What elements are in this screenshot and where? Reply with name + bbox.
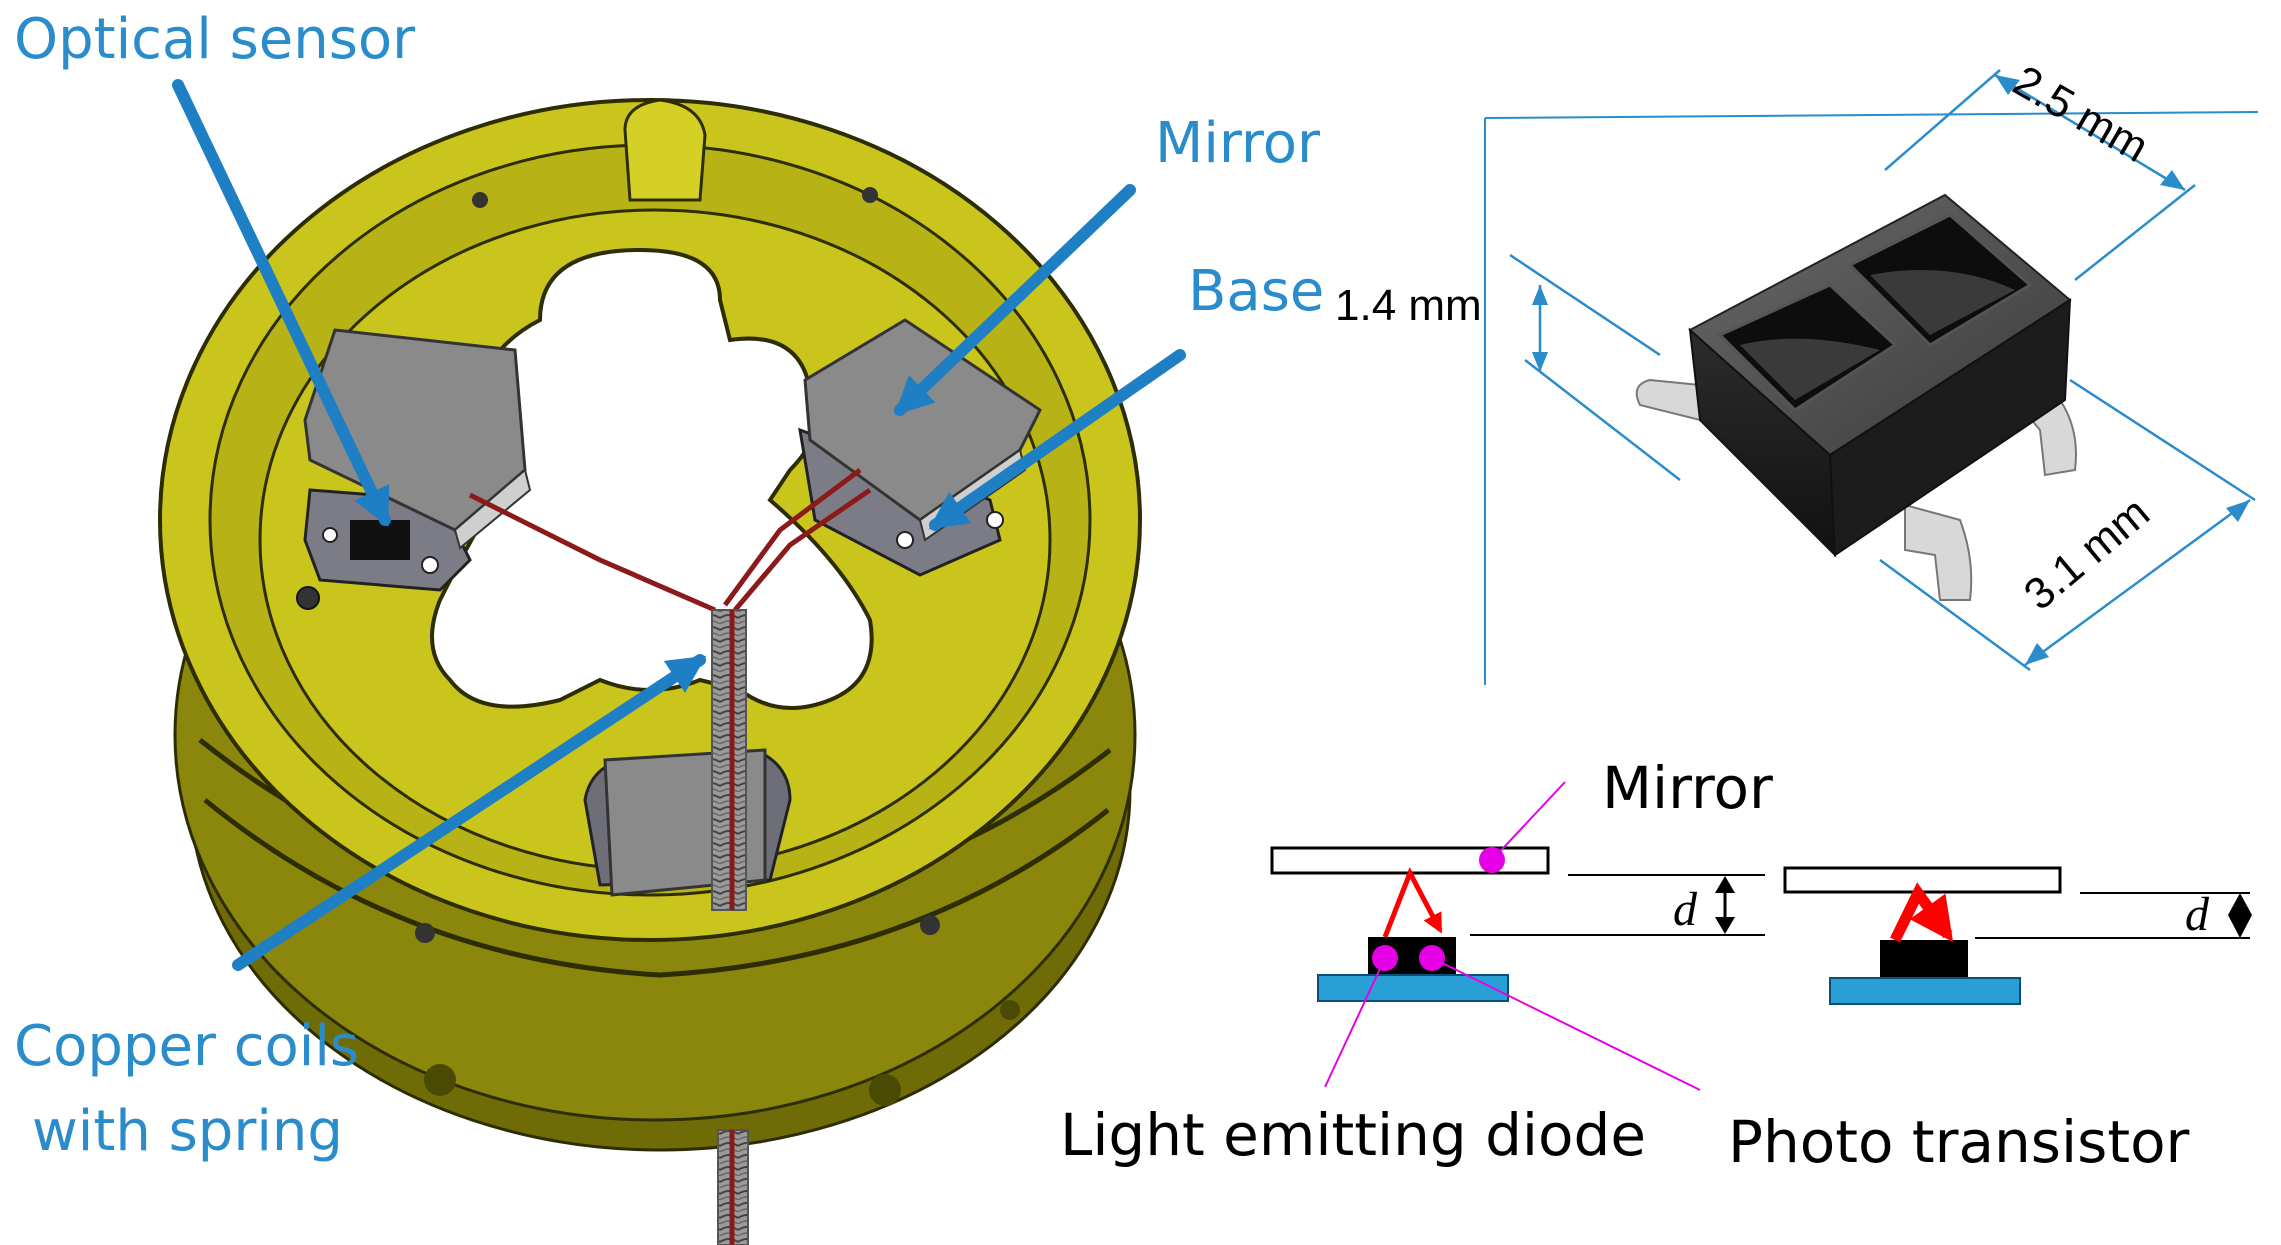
schematic-sensor-2 [1880, 940, 1968, 978]
optical-sensor-arrow [172, 79, 391, 527]
schematic-mirror-2 [1783, 866, 2062, 894]
label-photo-transistor: Photo transistor [1728, 1108, 2190, 1176]
schematic-near: d [1783, 866, 2252, 1005]
schematic-panel: d d Mirror Light emitting diode Photo tr… [1060, 754, 2252, 1176]
schematic-base-2 [1829, 977, 2021, 1005]
light-path-1 [1382, 866, 1443, 938]
distance-label-2: d [2185, 888, 2210, 941]
bottom-sensor-assembly [583, 748, 792, 897]
label-optical-sensor: Optical sensor [14, 7, 416, 72]
dimension-length: 3.1 mm [2015, 488, 2159, 620]
coil-spring [711, 609, 749, 1245]
copper-wires [468, 468, 872, 613]
annotation-arrows [172, 79, 1186, 971]
label-base: Base [1188, 259, 1324, 324]
right-sensor-assembly [798, 318, 1042, 577]
light-path-2 [1890, 882, 1954, 943]
schematic-far: d [1270, 781, 1765, 1091]
mirror-arrow [894, 184, 1136, 416]
label-mirror-top: Mirror [1155, 111, 1321, 176]
schematic-base-1 [1317, 974, 1509, 1002]
sensor-chip [1688, 193, 2072, 558]
housing-3d-model [158, 98, 1142, 1245]
distance-label-1: d [1673, 883, 1698, 936]
copper-coils-arrow [232, 654, 707, 971]
label-copper-line2: with spring [32, 1099, 343, 1164]
dimension-lines [1509, 69, 2256, 672]
label-mirror-schematic: Mirror [1602, 754, 1773, 822]
label-led: Light emitting diode [1060, 1101, 1646, 1169]
dimension-height: 1.4 mm [1335, 281, 1482, 330]
label-copper-line1: Copper coils [14, 1014, 359, 1079]
sensor-photo-panel: 2.5 mm 1.4 mm 3.1 mm [1335, 56, 2259, 685]
base-arrow [928, 349, 1186, 531]
sensor-pins [1635, 378, 2077, 601]
